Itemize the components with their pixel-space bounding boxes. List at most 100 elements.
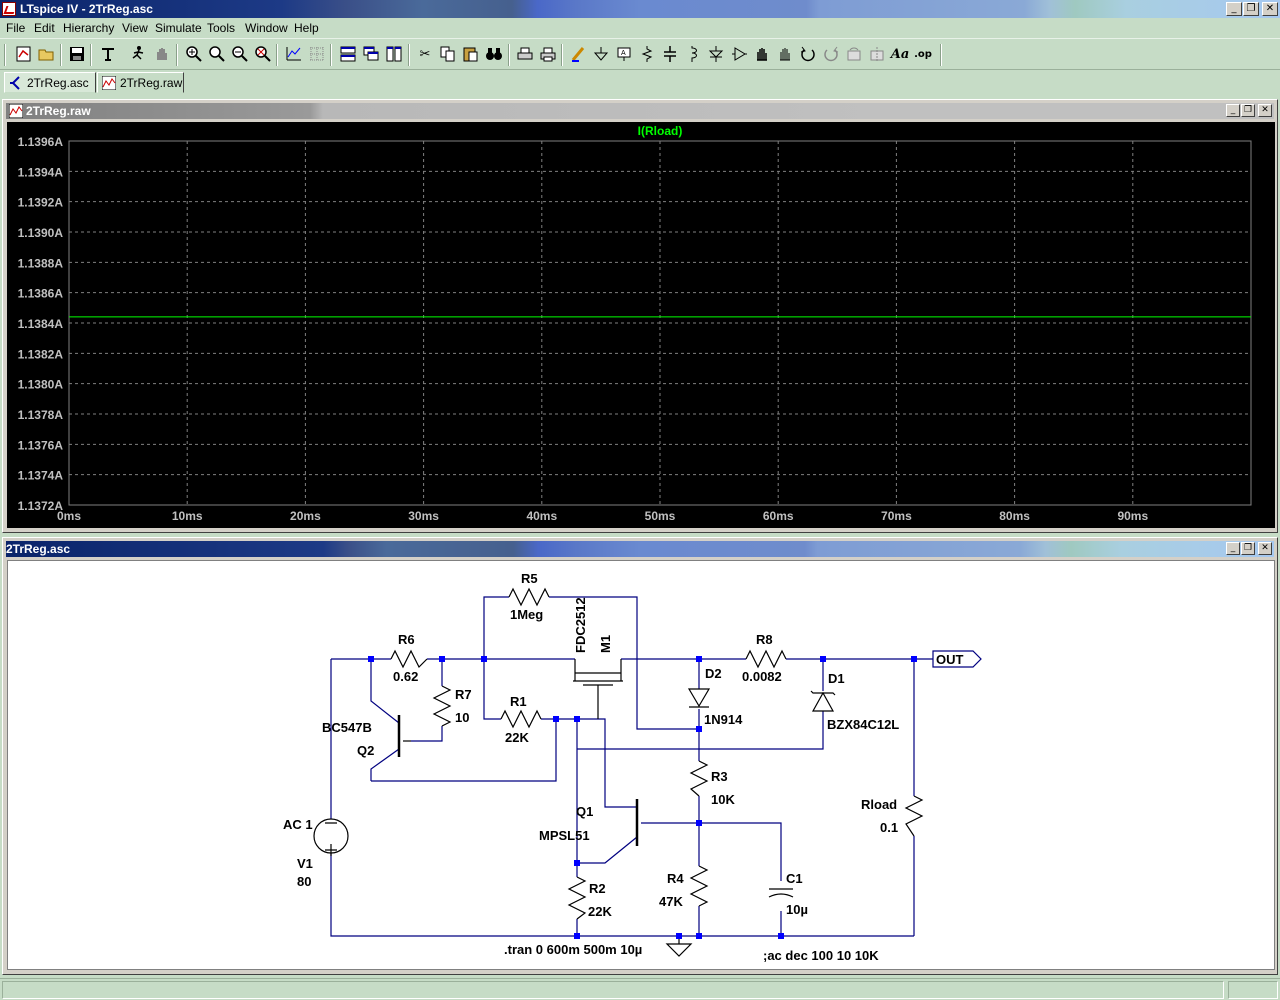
- resistor-r4: [689, 865, 709, 907]
- draw-wire-pencil-icon[interactable]: [568, 45, 588, 65]
- tran-directive: .tran 0 600m 500m 10µ: [504, 942, 642, 957]
- label-net-icon[interactable]: A: [614, 45, 634, 65]
- resistor-r8: [745, 649, 787, 669]
- m1-ref: M1: [598, 635, 613, 653]
- r6-value: 0.62: [393, 669, 418, 684]
- zoom-in-icon[interactable]: [184, 45, 204, 65]
- minimize-button[interactable]: _: [1226, 2, 1242, 16]
- control-panel-icon[interactable]: [98, 45, 118, 65]
- move-hand-icon[interactable]: [752, 45, 772, 65]
- y-tick-label: 1.1380A: [18, 378, 64, 392]
- waveform-restore-button[interactable]: ❐: [1241, 104, 1255, 117]
- menu-window[interactable]: Window: [245, 21, 288, 35]
- copy-icon[interactable]: [438, 45, 458, 65]
- waveform-close-button[interactable]: ✕: [1258, 104, 1272, 117]
- menu-edit[interactable]: Edit: [34, 21, 55, 35]
- menu-tools[interactable]: Tools: [207, 21, 236, 35]
- toolbar: ✂ A Aa .op: [0, 38, 1280, 70]
- v1-ac: AC 1: [283, 817, 313, 832]
- restore-button[interactable]: ❐: [1243, 2, 1259, 16]
- print-setup-icon[interactable]: [515, 45, 535, 65]
- grid-icon[interactable]: [307, 45, 327, 65]
- mirror-icon[interactable]: [867, 45, 887, 65]
- y-tick-label: 1.1374A: [18, 469, 64, 483]
- tile-horizontal-icon[interactable]: [338, 45, 358, 65]
- close-button[interactable]: ✕: [1262, 2, 1278, 16]
- ltspice-app-icon[interactable]: [2, 2, 16, 16]
- text-icon[interactable]: Aa: [890, 47, 910, 62]
- halt-hand-icon[interactable]: [152, 45, 172, 65]
- net-label-out[interactable]: OUT: [932, 650, 982, 668]
- find-binoculars-icon[interactable]: [484, 45, 504, 65]
- menu-help[interactable]: Help: [294, 21, 319, 35]
- y-tick-label: 1.1376A: [18, 438, 64, 452]
- paste-icon[interactable]: [461, 45, 481, 65]
- undo-icon[interactable]: [798, 45, 818, 65]
- schematic-drawing[interactable]: OUT R5 1Meg R6 0.62 R7 10 R1: [8, 561, 1274, 969]
- r1-value: 22K: [505, 730, 529, 745]
- q2-ref: Q2: [357, 743, 374, 758]
- ground-icon[interactable]: [591, 45, 611, 65]
- v1-ref: V1: [297, 856, 313, 871]
- capacitor-icon[interactable]: [660, 45, 680, 65]
- capacitor-c1: [768, 888, 794, 898]
- cascade-icon[interactable]: [361, 45, 381, 65]
- x-tick-label: 70ms: [881, 509, 912, 523]
- schematic-close-button[interactable]: ✕: [1258, 542, 1272, 555]
- menu-simulate[interactable]: Simulate: [155, 21, 202, 35]
- waveform-window-titlebar[interactable]: 2TrReg.raw: [6, 103, 1274, 119]
- r1-ref: R1: [510, 694, 527, 709]
- r2-value: 22K: [588, 904, 612, 919]
- autorange-icon[interactable]: [284, 45, 304, 65]
- schematic-window-titlebar[interactable]: 2TrReg.asc: [6, 541, 1274, 557]
- redo-icon[interactable]: [821, 45, 841, 65]
- tab-2trreg-raw[interactable]: 2TrReg.raw: [97, 72, 184, 93]
- components: [313, 587, 924, 957]
- drag-hand-icon[interactable]: [775, 45, 795, 65]
- resistor-icon[interactable]: [637, 45, 657, 65]
- menu-view[interactable]: View: [122, 21, 148, 35]
- ac-directive: ;ac dec 100 10 10K: [763, 948, 879, 963]
- zoom-pan-icon[interactable]: [207, 45, 227, 65]
- save-icon[interactable]: [67, 45, 87, 65]
- spice-directive-icon[interactable]: .op: [914, 49, 932, 60]
- schematic-restore-button[interactable]: ❐: [1241, 542, 1255, 555]
- menu-file[interactable]: File: [6, 21, 26, 35]
- q1-ref: Q1: [576, 804, 593, 819]
- r5-value: 1Meg: [510, 607, 543, 622]
- tile-vertical-icon[interactable]: [384, 45, 404, 65]
- waveform-minimize-button[interactable]: _: [1226, 104, 1240, 117]
- component-icon[interactable]: [729, 45, 749, 65]
- x-tick-label: 50ms: [645, 509, 676, 523]
- tab-2trreg-asc[interactable]: 2TrReg.asc: [4, 72, 96, 93]
- diode-icon[interactable]: [706, 45, 726, 65]
- window-title: LTspice IV - 2TrReg.asc: [20, 2, 153, 16]
- cut-icon[interactable]: ✂: [419, 47, 431, 62]
- trace-title-i-rload[interactable]: I(Rload): [638, 124, 683, 138]
- status-message: [2, 981, 1224, 999]
- y-tick-label: 1.1390A: [18, 226, 64, 240]
- open-folder-icon[interactable]: [37, 45, 57, 65]
- schematic-icon: [9, 76, 23, 90]
- menu-hierarchy[interactable]: Hierarchy: [63, 21, 115, 35]
- y-tick-label: 1.1382A: [18, 347, 64, 361]
- rotate-icon[interactable]: [844, 45, 864, 65]
- m1-value: FDC2512: [573, 597, 588, 653]
- schematic-minimize-button[interactable]: _: [1226, 542, 1240, 555]
- waveform-window-title: 2TrReg.raw: [26, 104, 91, 118]
- zoom-out-icon[interactable]: [230, 45, 250, 65]
- run-icon[interactable]: [128, 45, 148, 65]
- q1-value: MPSL51: [539, 828, 590, 843]
- x-tick-label: 10ms: [172, 509, 203, 523]
- schematic-canvas[interactable]: OUT R5 1Meg R6 0.62 R7 10 R1: [7, 560, 1275, 970]
- zoom-fit-icon[interactable]: [253, 45, 273, 65]
- x-tick-label: 90ms: [1117, 509, 1148, 523]
- inductor-icon[interactable]: [683, 45, 703, 65]
- new-schematic-icon[interactable]: [14, 45, 34, 65]
- schematic-window[interactable]: 2TrReg.asc _ ❐ ✕: [2, 537, 1278, 975]
- y-tick-label: 1.1372A: [18, 499, 64, 513]
- print-icon[interactable]: [538, 45, 558, 65]
